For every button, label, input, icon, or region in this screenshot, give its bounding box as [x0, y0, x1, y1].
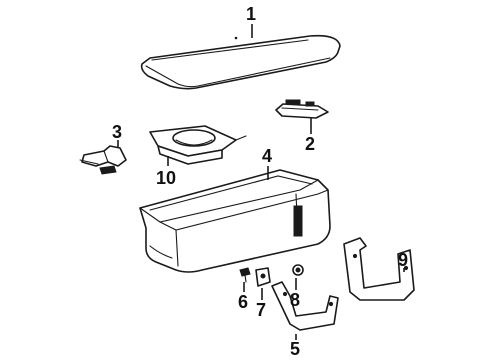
leader-lines: [117, 24, 405, 340]
callout-4: 4: [262, 146, 272, 166]
callout-10: 10: [156, 168, 176, 188]
part-3-hinge: [79, 145, 127, 175]
callout-8: 8: [290, 290, 300, 310]
callout-5: 5: [290, 339, 300, 359]
callout-9: 9: [398, 250, 408, 270]
part-6-screw: [239, 267, 251, 283]
part-2-latch: [275, 99, 329, 119]
callout-2: 2: [305, 134, 315, 154]
part-1-lid: [140, 34, 341, 90]
part-5-lower-bracket: [271, 281, 339, 331]
callout-1: 1: [246, 4, 256, 24]
callout-7: 7: [256, 300, 266, 320]
callout-6: 6: [238, 292, 248, 312]
part-10-cup-holder: [149, 125, 247, 165]
part-7-clip: [255, 267, 271, 287]
part-8-nut: [292, 264, 304, 276]
callout-3: 3: [112, 122, 122, 142]
part-9-rear-bracket: [343, 237, 415, 301]
part-4-console-base: [139, 169, 331, 273]
